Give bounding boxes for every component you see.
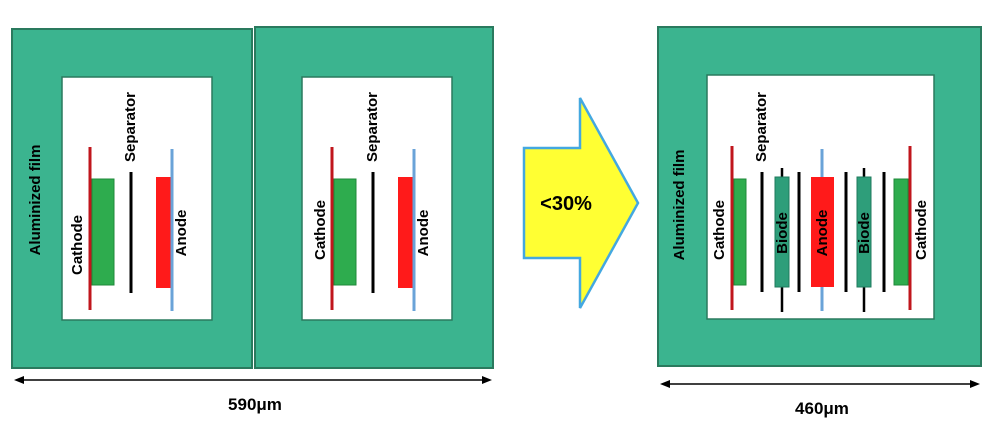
right-dimension-arrow-start xyxy=(660,380,670,388)
aluminized-film-label-right: Aluminized film xyxy=(671,150,688,261)
cathode-material-right-left xyxy=(733,178,747,286)
biode-material-right-right xyxy=(856,176,872,288)
anode-material-left-2 xyxy=(398,177,413,288)
right-dimension-arrow-end xyxy=(970,380,980,388)
aluminized-film-label-left: Aluminized film xyxy=(27,145,44,256)
biode-label-right-left: Biode xyxy=(774,212,791,254)
cathode-label-left-2: Cathode xyxy=(312,200,329,260)
reduction-arrow: <30% xyxy=(522,97,640,309)
anode-label-left-1: Anode xyxy=(173,210,190,257)
anode-material-right xyxy=(811,177,834,287)
left-cell-1: Aluminized film Cathode Separator Anode xyxy=(11,28,253,369)
right-dimension: 460μm xyxy=(660,380,980,418)
left-width-label: 590μm xyxy=(228,395,282,414)
left-cell-2: Cathode Separator Anode xyxy=(254,26,494,369)
left-dimension-arrow-end xyxy=(482,376,492,384)
right-cell: Aluminized film Cathode Separator Biode … xyxy=(657,26,982,367)
separator-label-left-2: Separator xyxy=(364,92,381,162)
biode-material-right-left xyxy=(774,176,790,288)
anode-label-right: Anode xyxy=(814,210,831,257)
reduction-arrow-shape xyxy=(522,97,640,309)
separator-label-right: Separator xyxy=(753,92,770,162)
cathode-label-right-left: Cathode xyxy=(711,200,728,260)
inner-chamber-left-2 xyxy=(301,76,453,321)
left-dimension: 590μm xyxy=(14,376,492,414)
separator-label-left-1: Separator xyxy=(122,92,139,162)
biode-label-right-right: Biode xyxy=(856,212,873,254)
anode-material-left-1 xyxy=(156,177,171,288)
inner-chamber-left-1 xyxy=(61,76,213,321)
cathode-label-right-right: Cathode xyxy=(913,200,930,260)
cathode-label-left-1: Cathode xyxy=(69,215,86,275)
reduction-arrow-label: <30% xyxy=(540,193,592,215)
cathode-material-right-right xyxy=(893,178,909,286)
cathode-material-left-1 xyxy=(91,178,115,286)
right-width-label: 460μm xyxy=(795,399,849,418)
left-dimension-arrow-start xyxy=(14,376,24,384)
cathode-material-left-2 xyxy=(333,178,357,286)
anode-label-left-2: Anode xyxy=(415,210,432,257)
